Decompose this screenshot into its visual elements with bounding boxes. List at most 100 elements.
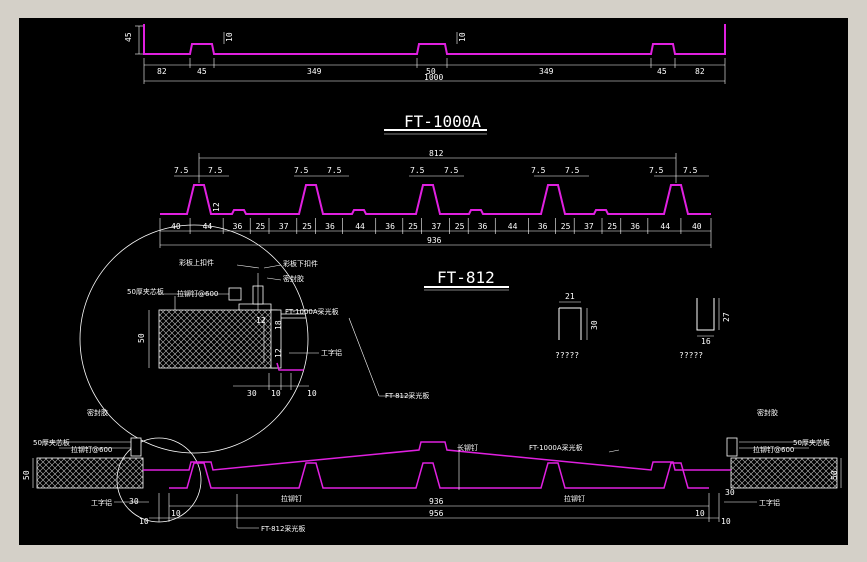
mid-dim-label: 37 bbox=[584, 222, 594, 231]
dim-rib-7-5-8: 7.5 bbox=[565, 166, 580, 175]
mid-dim-label: 36 bbox=[538, 222, 548, 231]
label-sealant: 密封胶 bbox=[283, 274, 304, 283]
assembly-dim-30-right: 30 bbox=[725, 488, 735, 497]
assembly-dim-50-right: 50 bbox=[830, 470, 839, 480]
mid-dim-label: 25 bbox=[256, 222, 266, 231]
assembly-label-beam-left: 工字铝 bbox=[91, 498, 112, 507]
mid-dim-label: 36 bbox=[385, 222, 395, 231]
assembly-label-rivet-left: 拉铆钉@600 bbox=[71, 445, 112, 454]
dim-rib-7-5-9: 7.5 bbox=[649, 166, 664, 175]
mid-dim-label: 44 bbox=[203, 222, 213, 231]
label-ft812-panel: FT-812采光板 bbox=[385, 391, 429, 400]
mid-dim-label: 25 bbox=[455, 222, 465, 231]
channel-2: 16 27 ????? bbox=[679, 298, 731, 360]
top-profile: 45 10 10 82 45 349 50 349 45 82 1000 bbox=[124, 24, 726, 84]
dim-82-right: 82 bbox=[695, 67, 705, 76]
label-lower-fixture: 彩板下扣件 bbox=[283, 259, 318, 268]
dim-detail-50: 50 bbox=[137, 333, 146, 343]
assembly-panel-812 bbox=[169, 462, 709, 489]
assembly-dim-10-left-2: 10 bbox=[139, 517, 149, 526]
assembly-view: 密封胶 50厚夹芯板 拉铆钉@600 工字铝 密封胶 50厚夹芯板 拉铆钉@60… bbox=[22, 408, 842, 533]
assembly-label-rivet-lower-1: 拉铆钉 bbox=[281, 494, 302, 503]
dim-rib-7-5-1: 7.5 bbox=[174, 166, 189, 175]
assembly-dim-10-right: 10 bbox=[695, 509, 705, 518]
top-profile-line bbox=[143, 24, 726, 55]
dim-channel-16: 16 bbox=[701, 337, 711, 346]
assembly-label-ft812: FT-812采光板 bbox=[261, 524, 305, 533]
mid-dim-label: 40 bbox=[692, 222, 702, 231]
cad-drawing-canvas: 45 10 10 82 45 349 50 349 45 82 1000 FT-… bbox=[19, 18, 848, 545]
label-upper-fixture: 彩板上扣件 bbox=[179, 258, 214, 267]
dim-50: 50 bbox=[426, 67, 436, 76]
dim-rib-10-a: 10 bbox=[225, 32, 234, 42]
assembly-label-rivet-right: 拉铆钉@600 bbox=[753, 445, 794, 454]
dim-45-left: 45 bbox=[197, 67, 207, 76]
mid-dim-label: 25 bbox=[561, 222, 571, 231]
dim-channel-21: 21 bbox=[565, 292, 575, 301]
dim-812: 812 bbox=[429, 149, 444, 158]
dim-detail-18: 18 bbox=[274, 320, 283, 330]
assembly-label-core-right: 50厚夹芯板 bbox=[793, 438, 830, 447]
mid-dim-label: 36 bbox=[233, 222, 243, 231]
mid-dim-label: 44 bbox=[660, 222, 670, 231]
dim-rib-7-5-10: 7.5 bbox=[683, 166, 698, 175]
cad-drawing: 45 10 10 82 45 349 50 349 45 82 1000 FT-… bbox=[22, 24, 842, 533]
dim-936: 936 bbox=[427, 236, 442, 245]
channel-2-caption: ????? bbox=[679, 351, 703, 360]
assembly-dim-30-left: 30 bbox=[129, 497, 139, 506]
dim-rib-7-5-2: 7.5 bbox=[208, 166, 223, 175]
assembly-dim-956: 956 bbox=[429, 509, 444, 518]
mid-dim-label: 25 bbox=[302, 222, 312, 231]
dim-channel-30: 30 bbox=[590, 320, 599, 330]
dim-rib-7-5-3: 7.5 bbox=[294, 166, 309, 175]
detail-view: 彩板上扣件 彩板下扣件 密封胶 50厚夹芯板 拉铆钉@600 FT-1000A采… bbox=[79, 224, 429, 454]
dim-detail-10-a: 10 bbox=[271, 389, 281, 398]
mid-dim-label: 37 bbox=[432, 222, 442, 231]
dim-45-right: 45 bbox=[657, 67, 667, 76]
mid-profile-line bbox=[160, 184, 711, 215]
label-i-beam: 工字铝 bbox=[321, 348, 342, 357]
mid-dim-label: 44 bbox=[355, 222, 365, 231]
dim-349-left: 349 bbox=[307, 67, 322, 76]
dim-rib-7-5-6: 7.5 bbox=[444, 166, 459, 175]
dim-349-right: 349 bbox=[539, 67, 554, 76]
dim-detail-30: 30 bbox=[247, 389, 257, 398]
dim-channel-27: 27 bbox=[722, 312, 731, 322]
assembly-dim-50-left: 50 bbox=[22, 470, 31, 480]
assembly-dim-10-right-2: 10 bbox=[721, 517, 731, 526]
mid-dim-label: 36 bbox=[478, 222, 488, 231]
dim-height-45: 45 bbox=[124, 32, 133, 42]
mid-dim-label: 25 bbox=[607, 222, 617, 231]
label-ft1000a-panel: FT-1000A采光板 bbox=[285, 307, 339, 316]
assembly-dim-936: 936 bbox=[429, 497, 444, 506]
mid-dim-label: 25 bbox=[408, 222, 418, 231]
mid-dim-label: 44 bbox=[508, 222, 518, 231]
dim-rib-7-5-4: 7.5 bbox=[327, 166, 342, 175]
dim-rib-7-5-5: 7.5 bbox=[410, 166, 425, 175]
assembly-label-sealant-left: 密封胶 bbox=[87, 408, 108, 417]
mid-dim-label: 36 bbox=[325, 222, 335, 231]
dim-detail-10-b: 10 bbox=[307, 389, 317, 398]
assembly-label-core-left: 50厚夹芯板 bbox=[33, 438, 70, 447]
dim-82-left: 82 bbox=[157, 67, 167, 76]
channel-1-caption: ????? bbox=[555, 351, 579, 360]
mid-dim-label: 36 bbox=[630, 222, 640, 231]
assembly-label-rivet-lower-2: 拉铆钉 bbox=[564, 494, 585, 503]
label-core-panel: 50厚夹芯板 bbox=[127, 287, 164, 296]
assembly-label-beam-right: 工字铝 bbox=[759, 498, 780, 507]
assembly-label-long-rivet: 长铆钉 bbox=[457, 443, 478, 452]
dim-rib-10-b: 10 bbox=[458, 32, 467, 42]
mid-profile: 812 7.5 7.5 7.5 7.5 7.5 7.5 7.5 7.5 7.5 … bbox=[159, 149, 712, 248]
dim-rib-12: 12 bbox=[212, 202, 221, 212]
mid-dim-label: 37 bbox=[279, 222, 289, 231]
title-ft-1000a: FT-1000A bbox=[404, 112, 481, 131]
dim-detail-12-a: 12 bbox=[256, 316, 266, 325]
assembly-label-ft1000a: FT-1000A采光板 bbox=[529, 443, 583, 452]
channel-1: 21 30 ????? bbox=[555, 292, 599, 360]
dim-rib-7-5-7: 7.5 bbox=[531, 166, 546, 175]
label-rivet: 拉铆钉@600 bbox=[177, 289, 218, 298]
dim-1000: 1000 bbox=[424, 73, 443, 82]
title-ft-812: FT-812 bbox=[437, 268, 495, 287]
assembly-label-sealant-right: 密封胶 bbox=[757, 408, 778, 417]
assembly-panel-1000a bbox=[143, 441, 731, 471]
